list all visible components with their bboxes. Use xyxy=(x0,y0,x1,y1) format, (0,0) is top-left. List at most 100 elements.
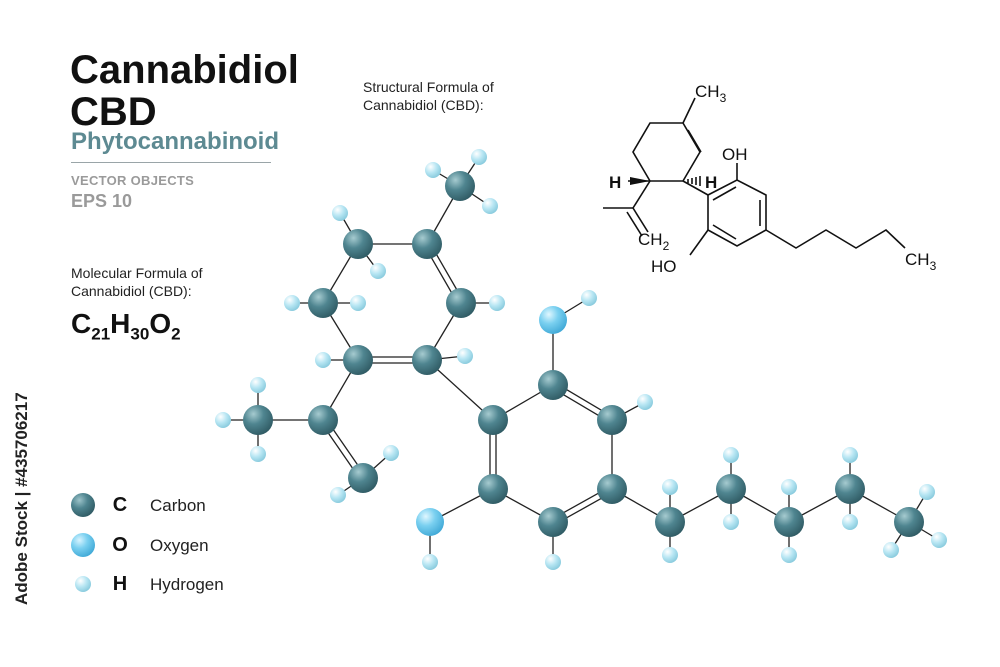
label-oh-top: OH xyxy=(722,145,748,164)
model-bonds xyxy=(223,156,940,562)
hydrogen-atom xyxy=(581,290,597,306)
carbon-atom xyxy=(774,507,804,537)
hydrogen-atom xyxy=(781,479,797,495)
carbon-atom xyxy=(597,405,627,435)
bond-cie-he1 xyxy=(337,477,364,496)
carbon-atom xyxy=(655,507,685,537)
bond-p3-p4 xyxy=(788,488,851,523)
double-bond-r2-r3-0 xyxy=(551,387,611,424)
bond-c2-cm xyxy=(426,185,461,245)
subtitle: Phytocannabinoid xyxy=(71,128,280,155)
bond-p4-p5 xyxy=(849,488,910,523)
hydrogen-atom xyxy=(471,149,487,165)
title-line-1: Cannabidiol xyxy=(70,48,299,92)
carbon-atom xyxy=(835,474,865,504)
hydrogen-atom xyxy=(383,445,399,461)
bond-cm-hm2 xyxy=(459,156,480,187)
oxygen-atom xyxy=(539,306,567,334)
bond-r1-r2 xyxy=(492,384,554,421)
hydrogen-atom xyxy=(422,554,438,570)
carbon-atom xyxy=(308,288,338,318)
label-ch3-right: CH3 xyxy=(905,250,937,273)
carbon-atom xyxy=(446,288,476,318)
bond-p5-hp5c xyxy=(890,521,910,551)
hydrogen-atom xyxy=(842,514,858,530)
carbon-atom xyxy=(894,507,924,537)
bond-r6-o2 xyxy=(429,488,494,523)
bond-cm-hm1 xyxy=(432,169,461,187)
bond-r4-p1 xyxy=(611,488,671,523)
carbon-atom xyxy=(716,474,746,504)
hydrogen-atom xyxy=(781,547,797,563)
skeletal-labels: CH3 OH H H CH2 HO CH3 xyxy=(609,82,937,276)
hydrogen-atom xyxy=(370,263,386,279)
hydrogen-atom xyxy=(350,295,366,311)
carbon-atom xyxy=(478,474,508,504)
hydrogen-atom xyxy=(723,447,739,463)
hydrogen-atom xyxy=(723,514,739,530)
label-ho-bottom: HO xyxy=(651,257,677,276)
carbon-atom xyxy=(478,405,508,435)
carbon-atom xyxy=(308,405,338,435)
carbon-atom xyxy=(597,474,627,504)
carbon-atom xyxy=(348,463,378,493)
hydrogen-atom xyxy=(482,198,498,214)
skeletal-bonds xyxy=(603,97,906,256)
legend-symbol-oxygen: O xyxy=(112,534,128,556)
bond-p2-p3 xyxy=(730,488,790,523)
eps-label: EPS 10 xyxy=(71,191,133,211)
legend-symbol-hydrogen: H xyxy=(112,573,128,595)
bond-c4-r1 xyxy=(426,359,494,421)
hydrogen-atom xyxy=(330,487,346,503)
stereo-wedge-left xyxy=(630,177,650,185)
hydrogen-atom xyxy=(457,348,473,364)
formula-count-o: 2 xyxy=(171,324,181,344)
legend-name-oxygen: Oxygen xyxy=(150,536,209,555)
hydrogen-atom xyxy=(250,377,266,393)
label-h-left: H xyxy=(609,173,621,192)
double-bond-ci-cie-1 xyxy=(324,417,367,477)
double-bond-ci-cie-0 xyxy=(319,421,362,481)
molecular-formula-caption-line-1: Molecular Formula of xyxy=(71,265,203,281)
formula-element-h: H xyxy=(110,308,131,339)
hydrogen-atom xyxy=(919,484,935,500)
carbon-atom xyxy=(412,229,442,259)
hydrogen-atom xyxy=(662,479,678,495)
structural-formula-caption: Structural Formula of Cannabidiol (CBD): xyxy=(363,78,494,114)
hydrogen-sphere-icon xyxy=(75,576,91,592)
oxygen-atom xyxy=(416,508,444,536)
legend-name-hydrogen: Hydrogen xyxy=(150,575,224,594)
carbon-atom xyxy=(445,171,475,201)
divider xyxy=(71,162,271,163)
hydrogen-atom xyxy=(425,162,441,178)
stereo-hash-right xyxy=(687,176,701,186)
hydrogen-atom xyxy=(883,542,899,558)
hydrogen-atom xyxy=(637,394,653,410)
double-bond-c2-c3-1 xyxy=(429,242,465,302)
model-atoms xyxy=(215,149,947,570)
bond-p5-hp5a xyxy=(908,491,928,523)
oxygen-sphere-icon xyxy=(71,533,95,557)
hydrogen-atom xyxy=(215,412,231,428)
bond-p5-hp5b xyxy=(908,521,940,541)
hydrogen-atom xyxy=(931,532,947,548)
bond-c1-h1 xyxy=(339,212,359,245)
formula-element-o: O xyxy=(149,308,172,339)
bond-c5-c6 xyxy=(322,302,359,361)
hydrogen-atom xyxy=(489,295,505,311)
molecular-formula: C21H30O2 xyxy=(71,308,181,345)
title-line-2: CBD xyxy=(70,90,157,134)
legend-name-carbon: Carbon xyxy=(150,496,206,515)
vector-objects-label: VECTOR OBJECTS xyxy=(71,173,195,188)
structural-formula-caption-line-2: Cannabidiol (CBD): xyxy=(363,97,484,113)
hydrogen-atom xyxy=(842,447,858,463)
carbon-atom xyxy=(538,507,568,537)
hydrogen-atom xyxy=(332,205,348,221)
hydrogen-atom xyxy=(545,554,561,570)
structural-formula-caption-line-1: Structural Formula of xyxy=(363,79,494,95)
label-h-right: H xyxy=(705,173,717,192)
bond-c1-h2 xyxy=(357,243,379,272)
bond-r5-r6 xyxy=(492,488,554,523)
hydrogen-atom xyxy=(284,295,300,311)
bond-p1-p2 xyxy=(669,488,732,523)
